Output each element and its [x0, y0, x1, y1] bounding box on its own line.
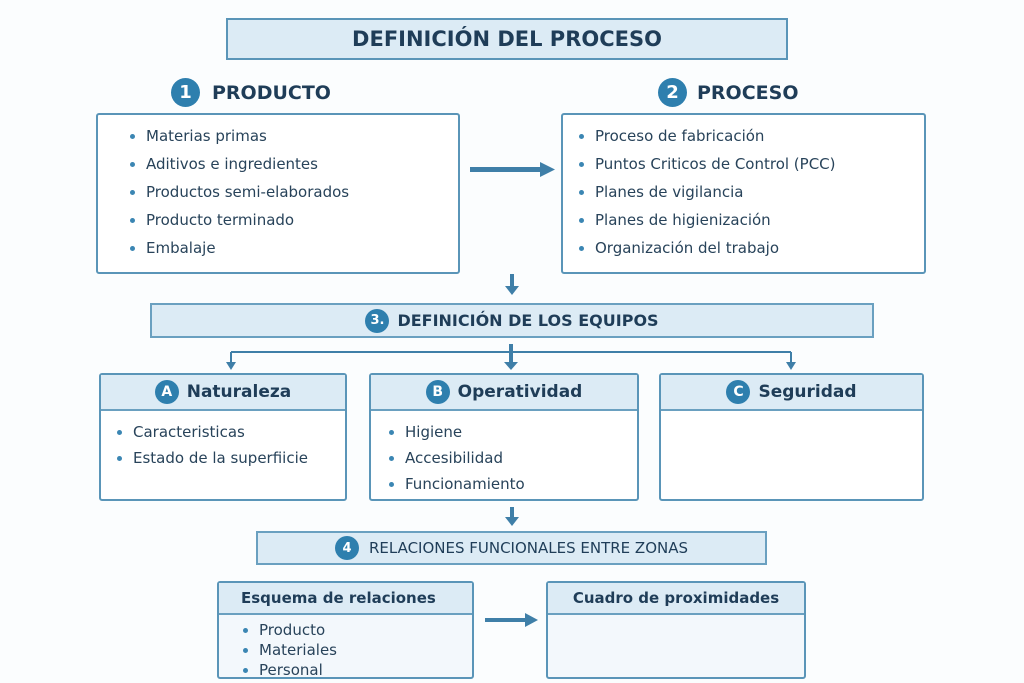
- seguridad-card: C Seguridad: [659, 373, 924, 501]
- list-item: Embalaje: [128, 239, 458, 257]
- card-title: Esquema de relaciones: [219, 583, 472, 615]
- diagram-title: DEFINICIÓN DEL PROCESO: [226, 18, 788, 60]
- list-item: Materias primas: [128, 127, 458, 145]
- card-title: Operatividad: [457, 382, 583, 402]
- list-item: Estado de la superfiicie: [115, 449, 345, 467]
- list-item: Proceso de fabricación: [577, 127, 924, 145]
- list-item: Producto: [241, 621, 472, 639]
- relaciones-label: RELACIONES FUNCIONALES ENTRE ZONAS: [368, 539, 689, 557]
- letter-badge: C: [726, 380, 751, 404]
- list-item: Planes de higienización: [577, 211, 924, 229]
- list-item: Funcionamiento: [387, 475, 637, 493]
- producto-box: Materias primas Aditivos e ingredientes …: [96, 113, 460, 274]
- card-title: Naturaleza: [186, 382, 292, 402]
- list-item: Productos semi-elaborados: [128, 183, 458, 201]
- number-badge: 1: [171, 78, 200, 107]
- proceso-label: PROCESO: [697, 81, 799, 104]
- producto-label: PRODUCTO: [212, 81, 331, 104]
- number-badge: 4: [334, 536, 359, 560]
- list-item: Planes de vigilancia: [577, 183, 924, 201]
- producto-heading: 1 PRODUCTO: [171, 78, 331, 107]
- proceso-heading: 2 PROCESO: [658, 78, 798, 107]
- relaciones-bar: 4 RELACIONES FUNCIONALES ENTRE ZONAS: [256, 531, 767, 565]
- arrow-down-icon: [505, 274, 519, 295]
- number-badge: 3.: [365, 308, 390, 333]
- card-title: Cuadro de proximidades: [548, 583, 804, 615]
- proceso-box: Proceso de fabricación Puntos Criticos d…: [561, 113, 926, 274]
- arrow-down-icon: [505, 507, 519, 526]
- arrow-right-icon: [485, 613, 538, 627]
- cuadro-card: Cuadro de proximidades: [546, 581, 806, 679]
- list-item: Aditivos e ingredientes: [128, 155, 458, 173]
- list-item: Puntos Criticos de Control (PCC): [577, 155, 924, 173]
- list-item: Caracteristicas: [115, 423, 345, 441]
- list-item: Organización del trabajo: [577, 239, 924, 257]
- letter-badge: B: [425, 380, 450, 404]
- card-title: Seguridad: [758, 382, 857, 402]
- list-item: Producto terminado: [128, 211, 458, 229]
- list-item: Materiales: [241, 641, 472, 659]
- letter-badge: A: [154, 380, 179, 404]
- equipos-bar: 3. DEFINICIÓN DE LOS EQUIPOS: [150, 303, 874, 338]
- arrow-right-icon: [470, 162, 555, 177]
- list-item: Higiene: [387, 423, 637, 441]
- list-item: Personal: [241, 661, 472, 679]
- equipos-label: DEFINICIÓN DE LOS EQUIPOS: [397, 311, 659, 330]
- number-badge: 2: [658, 78, 687, 107]
- branch-arrows-icon: [226, 344, 796, 370]
- list-item: Accesibilidad: [387, 449, 637, 467]
